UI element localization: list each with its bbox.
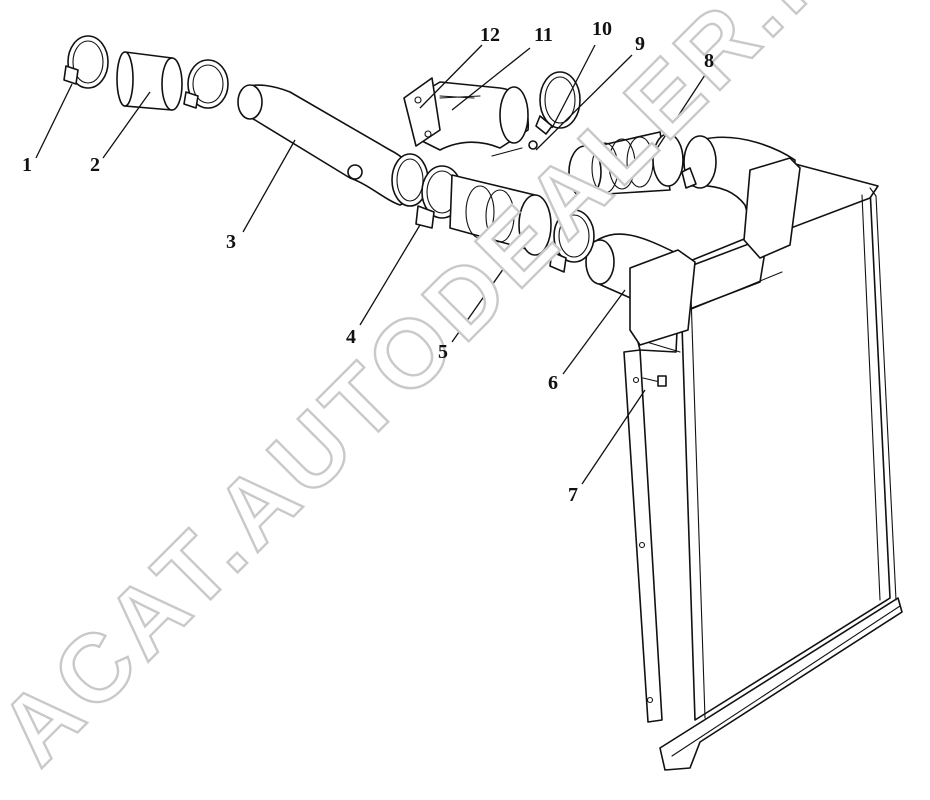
- part-1-clamp: [63, 35, 109, 89]
- callout-12: 12: [480, 24, 500, 46]
- leader-lines: [35, 44, 706, 485]
- part-3-charge-pipe: [237, 84, 429, 207]
- part-10-clamp: [535, 71, 581, 135]
- clamp-mid: [549, 209, 595, 273]
- callout-7: 7: [568, 484, 578, 506]
- part-12-flange-bolt: [403, 77, 475, 147]
- part-8-upper-elbow: [568, 131, 801, 259]
- callout-2: 2: [90, 154, 100, 176]
- part-5-hose: [449, 174, 552, 256]
- callout-4: 4: [346, 326, 356, 348]
- callout-labels: 1 2 3 4 5 6 7 8 9 10 11 12: [22, 18, 714, 506]
- callout-5: 5: [438, 341, 448, 363]
- intercooler-core: [623, 159, 903, 771]
- callout-6: 6: [548, 372, 558, 394]
- part-11-elbow-pipe: [409, 81, 529, 151]
- part-2-sleeve: [116, 51, 183, 111]
- part-9-bolt-nut: [491, 140, 538, 157]
- part-6-lower-elbow: [585, 233, 696, 346]
- callout-11: 11: [534, 24, 553, 46]
- callout-1: 1: [22, 154, 32, 176]
- part-7-bolt: [642, 375, 667, 387]
- callout-8: 8: [704, 50, 714, 72]
- callout-3: 3: [226, 231, 236, 253]
- callout-10: 10: [592, 18, 612, 40]
- clamp-small: [183, 59, 229, 109]
- callout-9: 9: [635, 33, 645, 55]
